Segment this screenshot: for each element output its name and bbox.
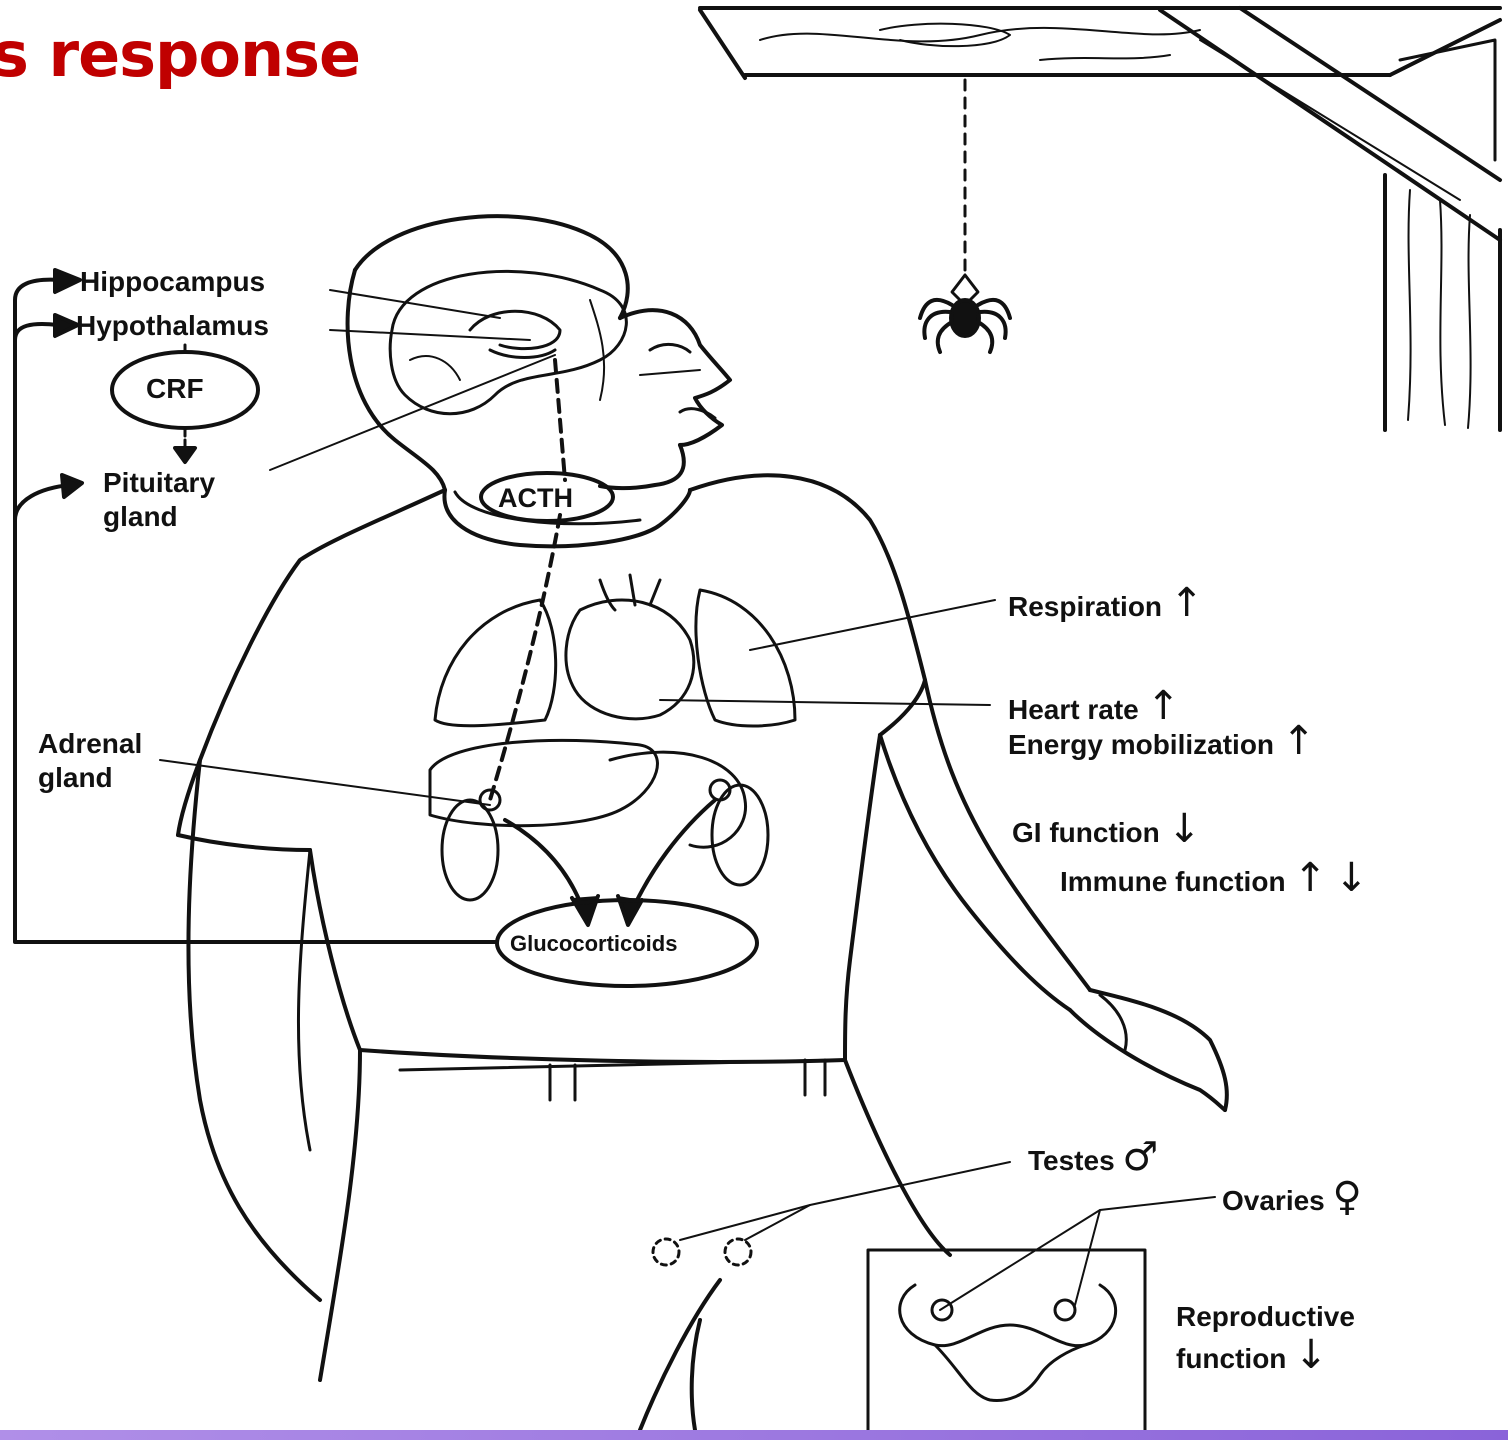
male-symbol-icon: ♂ bbox=[1122, 1134, 1158, 1180]
label-hippocampus: Hippocampus bbox=[80, 265, 265, 299]
reproductive-line2-text: function bbox=[1176, 1343, 1286, 1374]
label-acth: ACTH bbox=[498, 481, 573, 515]
label-testes: Testes ♂ bbox=[1028, 1137, 1158, 1178]
up-arrow-icon: ↑ bbox=[1293, 855, 1327, 901]
label-reproductive-line1: Reproductive bbox=[1176, 1300, 1355, 1334]
label-adrenal-line1: Adrenal bbox=[38, 727, 142, 761]
label-hypothalamus: Hypothalamus bbox=[76, 309, 269, 343]
label-immune-function: Immune function ↑ ↓ bbox=[1060, 858, 1368, 899]
legs bbox=[320, 1050, 950, 1430]
torso-outline bbox=[178, 475, 925, 1100]
label-respiration: Respiration ↑ bbox=[1008, 583, 1203, 624]
down-arrow-icon: ↓ bbox=[1168, 806, 1202, 852]
wooden-post bbox=[1385, 40, 1500, 430]
reproductive-inset bbox=[868, 1250, 1145, 1433]
label-reproductive-line2: function ↓ bbox=[1176, 1335, 1328, 1376]
gi-function-text: GI function bbox=[1012, 817, 1160, 848]
testes-text: Testes bbox=[1028, 1145, 1115, 1176]
heart bbox=[566, 575, 694, 719]
brain-outline bbox=[390, 271, 626, 413]
label-gi-function: GI function ↓ bbox=[1012, 809, 1201, 850]
label-pituitary-line2: gland bbox=[103, 500, 178, 534]
slide-bottom-bar bbox=[0, 1430, 1508, 1440]
feedback-loop bbox=[15, 270, 497, 942]
up-arrow-icon: ↑ bbox=[1282, 718, 1316, 764]
energy-mobilization-text: Energy mobilization bbox=[1008, 729, 1274, 760]
up-arrow-icon: ↑ bbox=[1170, 580, 1204, 626]
label-adrenal-line2: gland bbox=[38, 761, 113, 795]
respiration-text: Respiration bbox=[1008, 591, 1162, 622]
immune-function-text: Immune function bbox=[1060, 866, 1286, 897]
down-arrow-icon: ↓ bbox=[1335, 855, 1369, 901]
spider bbox=[920, 80, 1010, 352]
label-glucocorticoids: Glucocorticoids bbox=[510, 927, 677, 961]
ovaries-text: Ovaries bbox=[1222, 1185, 1325, 1216]
label-crf: CRF bbox=[146, 372, 204, 406]
label-pituitary-line1: Pituitary bbox=[103, 466, 215, 500]
acth-pathway bbox=[490, 360, 565, 800]
ceiling-beam bbox=[700, 8, 1500, 240]
label-ovaries: Ovaries ♀ bbox=[1222, 1177, 1362, 1218]
female-symbol-icon: ♀ bbox=[1333, 1174, 1362, 1220]
head-outline bbox=[348, 216, 730, 490]
down-arrow-icon: ↓ bbox=[1294, 1332, 1328, 1378]
label-energy-mobilization: Energy mobilization ↑ bbox=[1008, 721, 1315, 762]
abdominal-organs bbox=[430, 740, 768, 900]
